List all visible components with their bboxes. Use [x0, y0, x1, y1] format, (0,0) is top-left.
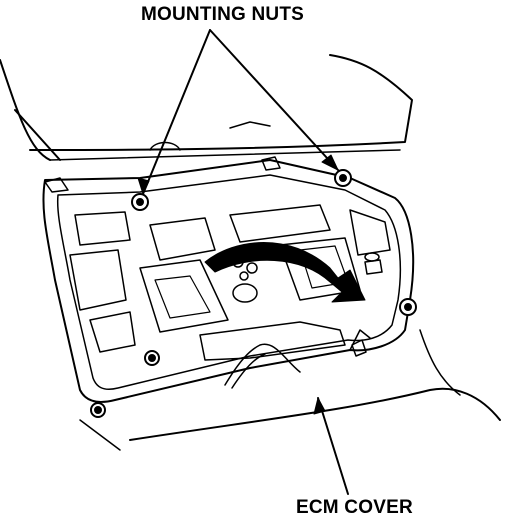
ecm-cover-plate — [42, 159, 415, 403]
mounting-nut-2 — [334, 169, 352, 187]
ecm-cover-label: ECM COVER — [296, 497, 413, 518]
mounting-nut-5 — [90, 402, 106, 418]
top-brackets — [44, 156, 367, 357]
leader-lines — [142, 29, 349, 495]
rotation-arrow — [204, 242, 366, 303]
lower-body-panel — [79, 329, 501, 451]
mounting-nut-4 — [144, 350, 160, 366]
mounting-nut-3 — [399, 298, 417, 316]
mounting-nut-1 — [131, 193, 149, 211]
mounting-nuts-label: MOUNTING NUTS — [141, 4, 305, 25]
wire-harness — [224, 329, 371, 389]
upper-body-panel — [0, 54, 413, 161]
leader-arrowheads — [137, 154, 339, 415]
